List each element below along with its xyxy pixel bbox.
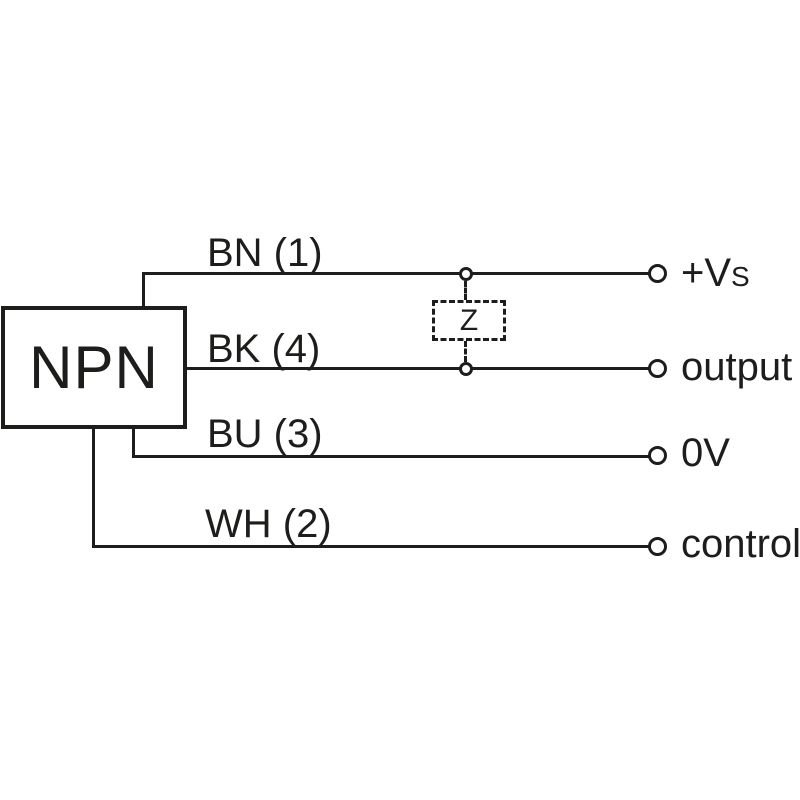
output-terminal-label: output xyxy=(681,345,793,389)
output-junction-dot xyxy=(459,362,473,376)
impedance-label: Z xyxy=(459,303,479,337)
zero-v-terminal-circle xyxy=(648,446,667,465)
device-label: NPN xyxy=(29,333,159,401)
vs-terminal-circle xyxy=(648,264,667,283)
impedance-box: Z xyxy=(432,300,506,341)
impedance-dashed-connector-top xyxy=(464,281,467,300)
bu-wire-label: BU (3) xyxy=(207,412,323,456)
bn-wire-vertical xyxy=(142,272,145,308)
device-box: NPN xyxy=(1,306,187,429)
vs-terminal-label: +VS xyxy=(681,253,750,293)
wh-wire-vertical xyxy=(92,425,95,548)
zero-v-terminal-label: 0V xyxy=(681,431,730,475)
vs-terminal-label-main: +V xyxy=(681,251,732,295)
bn-wire-horizontal xyxy=(142,272,650,275)
output-terminal-circle xyxy=(648,359,667,378)
control-terminal-circle xyxy=(648,537,667,556)
impedance-dashed-connector-bottom xyxy=(464,341,467,362)
bn-junction-dot xyxy=(459,267,473,281)
bu-wire-vertical xyxy=(132,425,135,458)
wh-wire-label: WH (2) xyxy=(205,502,332,546)
control-terminal-label: control xyxy=(681,522,800,566)
bk-wire-label: BK (4) xyxy=(207,327,321,371)
bn-wire-label: BN (1) xyxy=(207,231,323,275)
wh-wire-horizontal xyxy=(92,545,650,548)
vs-terminal-label-sub: S xyxy=(731,261,750,292)
bk-wire-horizontal xyxy=(184,367,650,370)
bu-wire-horizontal xyxy=(132,455,650,458)
